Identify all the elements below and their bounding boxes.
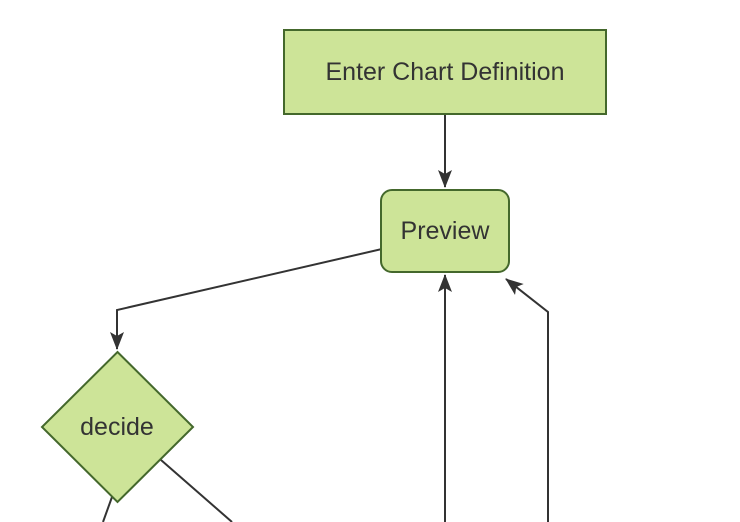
edge-preview-to-decide: [110, 248, 383, 350]
node-decide: decide: [40, 350, 195, 504]
edge-offscreen-bottom-right-to-preview: [505, 278, 549, 522]
node-enter-chart-definition: Enter Chart Definition: [283, 29, 607, 115]
node-decide-label: decide: [80, 413, 154, 441]
node-preview: Preview: [380, 189, 510, 273]
node-preview-label: Preview: [401, 217, 491, 245]
edge-layer: [102, 113, 549, 522]
edge-decide-to-offscreen-bottom-left: [102, 496, 113, 522]
node-enter-chart-definition-label: Enter Chart Definition: [325, 58, 564, 86]
edge-decide-to-offscreen-bottom-right: [160, 459, 233, 522]
node-preview-shape: [380, 189, 510, 273]
node-decide-shape: [40, 350, 195, 504]
node-enter-chart-definition-shape: [283, 29, 607, 115]
